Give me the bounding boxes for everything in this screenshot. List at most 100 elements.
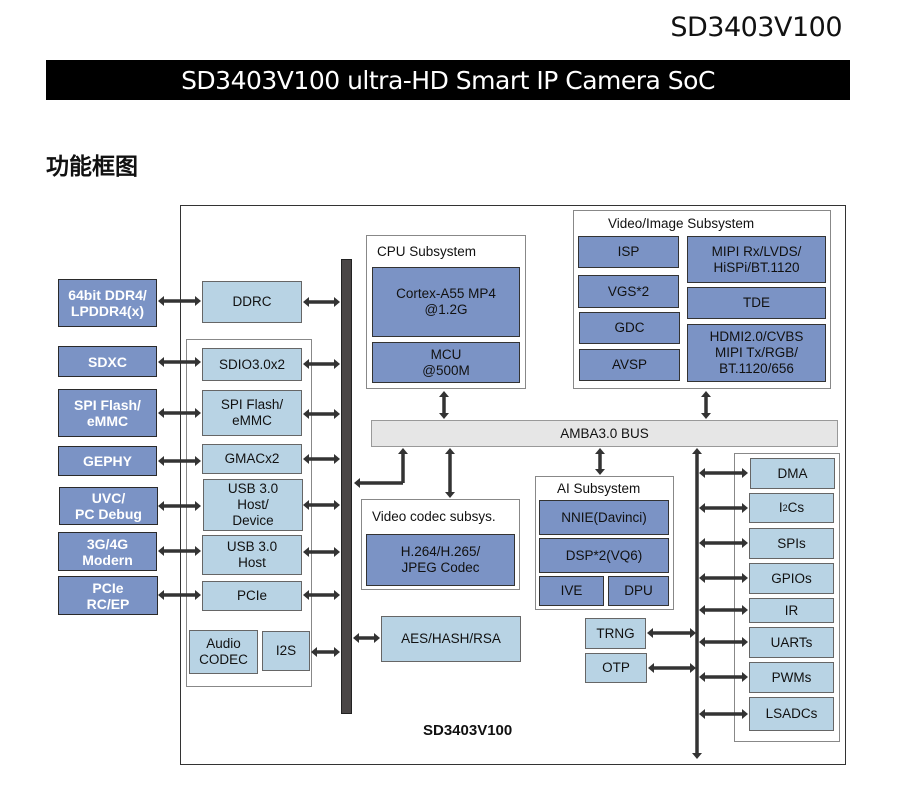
block-spi-emmc: SPI Flash/ eMMC [202,390,302,436]
block-gmac: GMACx2 [202,444,302,474]
arrow-cpu-amba-head [439,391,449,397]
arrow-amba-ai-head [595,448,605,454]
arrow-ext-gephy-head [158,456,164,466]
block-tde: TDE [687,287,826,319]
arrow-amba-leftbus-head [354,478,360,488]
block-uarts: UARTs [749,627,834,658]
video-codec-subsystem-title: Video codec subsys. [372,509,496,524]
arrow-ext-modem-head [195,546,201,556]
title-banner-text: SD3403V100 ultra-HD Smart IP Camera SoC [181,65,715,95]
arrow-bus-usb-hd-head [303,500,309,510]
block-sdio: SDIO3.0x2 [202,348,302,381]
i2c-superscript: 2 [782,503,788,513]
arrow-periph-7-head [742,709,748,719]
external-pcie: PCIe RC/EP [58,576,158,615]
arrow-bus-sdio-head [303,359,309,369]
left-vertical-bus [341,259,352,714]
arrow-periph-4-head [742,605,748,615]
section-title: 功能框图 [46,153,138,179]
amba-bus: AMBA3.0 BUS [371,420,838,447]
arrow-amba-leftbus-head [398,448,408,454]
external-gephy: GEPHY [58,446,157,476]
arrow-periph-1-head [699,503,705,513]
block-avsp: AVSP [579,349,680,381]
video-image-subsystem-title: Video/Image Subsystem [608,216,755,231]
arrow-periph-4-head [699,605,705,615]
block-isp: ISP [578,236,679,268]
arrow-bus-sdio-head [334,359,340,369]
arrow-otp-head [648,663,654,673]
block-trng: TRNG [585,618,646,649]
block-pwms: PWMs [749,662,834,693]
block-cortex-a55: Cortex-A55 MP4 @1.2G [372,267,520,337]
arrow-aes-head [353,633,359,643]
arrow-bus-spi-head [303,409,309,419]
arrow-amba-codec-head [445,492,455,498]
external-uvc: UVC/ PC Debug [59,487,158,525]
block-mipi-rx: MIPI Rx/LVDS/ HiSPi/BT.1120 [687,236,826,283]
block-lsadcs: LSADCs [749,697,834,731]
arrow-video-amba-head [701,413,711,419]
ai-subsystem-title: AI Subsystem [557,481,641,496]
arrow-ext-spi-head [195,408,201,418]
arrow-ext-ddr-head [158,296,164,306]
arrow-otp-head [690,663,696,673]
arrow-periph-2-head [699,538,705,548]
external-spi-flash: SPI Flash/ eMMC [58,389,157,437]
block-ive: IVE [539,576,604,606]
arrow-periph-3-head [699,573,705,583]
arrow-ext-uvc-head [158,501,164,511]
arrow-periph-6-head [742,672,748,682]
block-dma: DMA [750,458,835,489]
arrow-periph-5-head [699,637,705,647]
block-ddrc: DDRC [202,281,302,323]
external-ddr: 64bit DDR4/ LPDDR4(x) [58,279,157,327]
arrow-bus-ddrc-head [334,297,340,307]
document-id: SD3403V100 [670,12,842,43]
block-hdmi-output: HDMI2.0/CVBS MIPI Tx/RGB/ BT.1120/656 [687,324,826,382]
block-pcie: PCIe [202,581,302,611]
arrow-bus-i2s-head [311,647,317,657]
arrow-bus-pcie-head [303,590,309,600]
arrow-periph-3-head [742,573,748,583]
block-usb-host: USB 3.0 Host [202,535,302,575]
arrow-ext-gephy-head [195,456,201,466]
block-video-codec: H.264/H.265/ JPEG Codec [366,534,515,586]
arrow-trng-head [647,628,653,638]
i2c-label: I [778,500,783,515]
block-dpu: DPU [608,576,669,606]
arrow-ext-pcie-head [158,590,164,600]
arrow-cpu-amba-head [439,413,449,419]
right-vertical-bus-head [692,448,702,454]
arrow-bus-i2s-head [334,647,340,657]
cpu-subsystem-title: CPU Subsystem [377,244,477,259]
arrow-bus-gmac-head [303,454,309,464]
arrow-periph-0-head [742,468,748,478]
arrow-ext-modem-head [158,546,164,556]
external-sdxc: SDXC [58,346,157,377]
arrow-periph-5-head [742,637,748,647]
block-gpios: GPIOs [749,563,834,594]
arrow-aes-head [374,633,380,643]
arrow-ext-ddr-head [195,296,201,306]
arrow-periph-1-head [742,503,748,513]
block-i2s: I2S [262,631,310,671]
chip-name-label: SD3403V100 [423,722,513,739]
block-gdc: GDC [579,312,680,344]
arrow-bus-usb-h-head [303,547,309,557]
arrow-bus-usb-hd-head [334,500,340,510]
block-audio-codec: Audio CODEC [189,630,258,674]
arrow-video-amba-head [701,391,711,397]
arrow-ext-uvc-head [195,501,201,511]
arrow-ext-sdxc-head [158,357,164,367]
external-modem: 3G/4G Modern [58,532,157,571]
arrow-bus-spi-head [334,409,340,419]
arrow-amba-ai-head [595,469,605,475]
block-vgs: VGS*2 [578,275,679,308]
arrow-bus-pcie-head [334,590,340,600]
block-spis: SPIs [749,528,834,559]
arrow-ext-sdxc-head [195,357,201,367]
block-nnie: NNIE(Davinci) [539,500,669,535]
arrow-amba-codec-head [445,448,455,454]
arrow-ext-pcie-head [195,590,201,600]
